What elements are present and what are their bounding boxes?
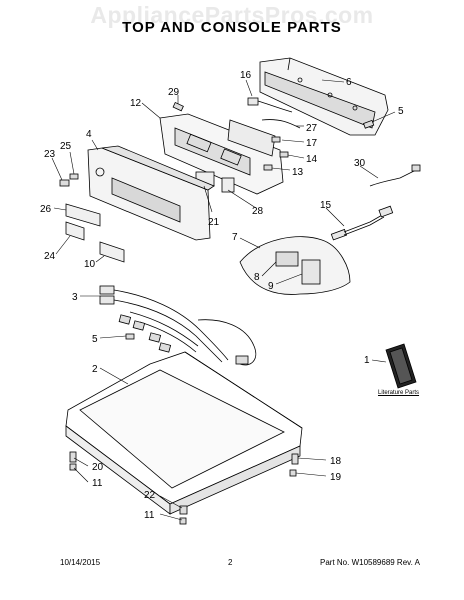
callout-28: 28 — [252, 206, 264, 217]
footer-date: 10/14/2015 — [60, 558, 101, 567]
literature-parts-label: Literature Parts — [378, 390, 420, 396]
callout-7: 7 — [232, 232, 238, 243]
callout-1: 1 — [364, 355, 370, 366]
callout-25: 25 — [60, 141, 72, 152]
clip-part-18 — [291, 453, 299, 465]
wire-harness-part-3 — [99, 285, 257, 366]
callout-5-upper: 5 — [398, 106, 404, 117]
screw-part-5 — [363, 119, 375, 129]
callout-8: 8 — [254, 272, 260, 283]
screw-part-17 — [271, 136, 281, 143]
callout-20: 20 — [92, 462, 104, 473]
watermark: AppliancePartsPros.com — [90, 2, 374, 28]
callout-6: 6 — [346, 77, 352, 88]
callout-19: 19 — [330, 472, 342, 483]
screw-part-29 — [172, 101, 184, 112]
callout-12: 12 — [130, 98, 142, 109]
screw-part-14 — [279, 151, 289, 158]
wire-part-27 — [261, 119, 301, 129]
clip-part-25 — [69, 173, 79, 180]
callout-5-middle: 5 — [92, 334, 98, 345]
callout-24: 24 — [44, 251, 56, 262]
bracket-part-28 — [221, 177, 235, 193]
page-title: TOP AND CONSOLE PARTS — [122, 19, 342, 36]
wiring-diagram-part-7 — [239, 236, 351, 295]
callout-9: 9 — [268, 281, 274, 292]
callout-30: 30 — [354, 158, 366, 169]
connector-part-16 — [247, 97, 293, 113]
screw-part-11a — [69, 463, 77, 471]
console-rail-part — [259, 57, 389, 136]
callout-11-bottom: 11 — [144, 510, 155, 521]
callout-27: 27 — [306, 123, 318, 134]
callout-13: 13 — [292, 167, 304, 178]
callout-14: 14 — [306, 154, 318, 165]
callout-26: 26 — [40, 204, 52, 215]
callout-2: 2 — [92, 364, 98, 375]
console-front-panel — [87, 145, 215, 241]
callout-10: 10 — [84, 259, 96, 270]
callout-17: 17 — [306, 138, 318, 149]
overlay-part-26 — [65, 203, 101, 227]
dryer-top-panel — [65, 351, 303, 515]
clip-part-22 — [179, 505, 188, 515]
callout-11-left: 11 — [92, 478, 103, 489]
clip-part-20 — [69, 451, 77, 463]
footer-page-number: 2 — [228, 558, 233, 567]
harness-part-15 — [330, 205, 394, 241]
screw-part-13 — [263, 164, 273, 171]
overlay-part-24 — [65, 221, 85, 241]
callout-29: 29 — [168, 87, 180, 98]
callout-18: 18 — [330, 456, 342, 467]
screw-part-11b — [179, 517, 187, 525]
callout-22: 22 — [144, 490, 156, 501]
screw-part-19 — [289, 469, 297, 477]
overlay-part-10 — [99, 241, 125, 263]
callout-4: 4 — [86, 129, 92, 140]
callout-3: 3 — [72, 292, 78, 303]
callout-23: 23 — [44, 149, 56, 160]
wire-part-30 — [369, 169, 417, 187]
callout-16: 16 — [240, 70, 252, 81]
callout-15: 15 — [320, 200, 332, 211]
screw-part-23 — [59, 179, 70, 187]
callout-21: 21 — [208, 217, 220, 228]
footer-part-number: Part No. W10589689 Rev. A — [320, 558, 420, 567]
screw-part-5b — [125, 333, 135, 340]
control-board-bracket — [159, 113, 284, 195]
